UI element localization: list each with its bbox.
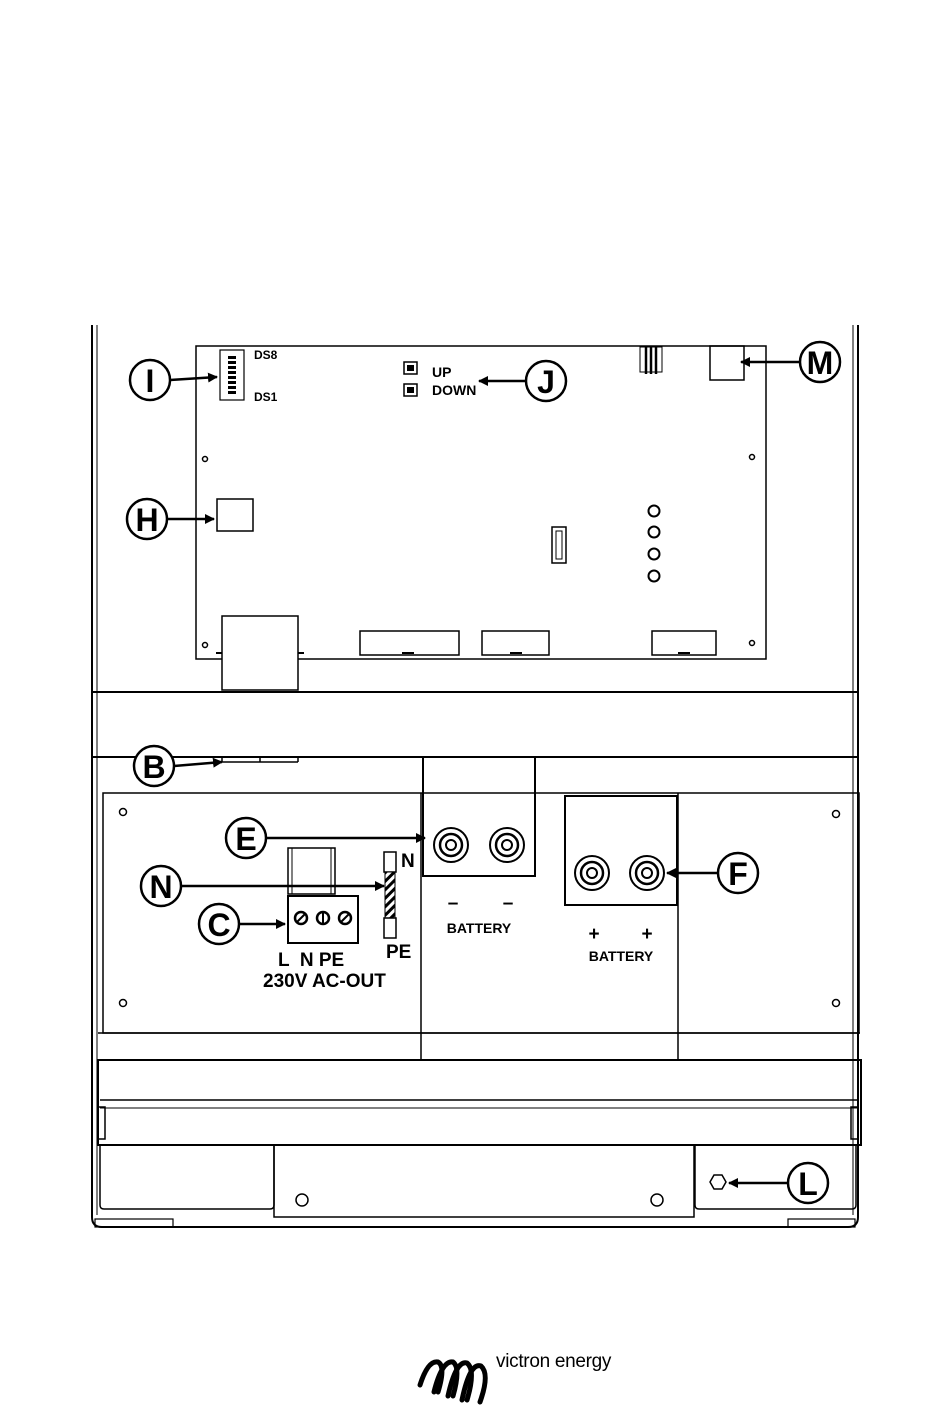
- callout-i: I: [146, 363, 155, 399]
- battery-negative-block: [423, 757, 535, 876]
- callout-n: N: [149, 869, 172, 905]
- dip-switch-top-label: DS8: [254, 348, 278, 362]
- callout-j: J: [537, 364, 555, 400]
- callout-c: C: [207, 907, 230, 943]
- dip-switch-bottom-label: DS1: [254, 390, 278, 404]
- brand-name: victron energy: [496, 1351, 611, 1373]
- battery-pos-label: BATTERY: [589, 948, 654, 964]
- ac-out-terminal-block: [288, 848, 358, 943]
- up-button-label: UP: [432, 364, 451, 380]
- n-pe-link: [384, 852, 396, 938]
- callout-l: L: [798, 1166, 818, 1202]
- ac-out-n-label: N: [401, 851, 415, 872]
- callout-h: H: [135, 502, 158, 538]
- battery-pos-sign-2: +: [641, 924, 652, 945]
- callout-m: M: [807, 345, 834, 381]
- callout-b: B: [142, 749, 165, 785]
- ac-out-pe-label: PE: [386, 942, 411, 963]
- control-board: [196, 346, 766, 690]
- callout-circles: [127, 342, 840, 1203]
- callout-e: E: [235, 821, 256, 857]
- callout-f: F: [728, 856, 748, 892]
- battery-neg-sign-2: –: [503, 893, 514, 914]
- ac-out-terminals-label: L N PE: [278, 950, 344, 971]
- battery-neg-sign-1: –: [448, 893, 459, 914]
- battery-pos-sign-1: +: [588, 924, 599, 945]
- battery-neg-label: BATTERY: [447, 920, 512, 936]
- ac-out-title: 230V AC-OUT: [263, 971, 386, 992]
- down-button-label: DOWN: [432, 382, 476, 398]
- battery-positive-block: [565, 796, 677, 905]
- victron-logo-icon: [420, 1362, 485, 1402]
